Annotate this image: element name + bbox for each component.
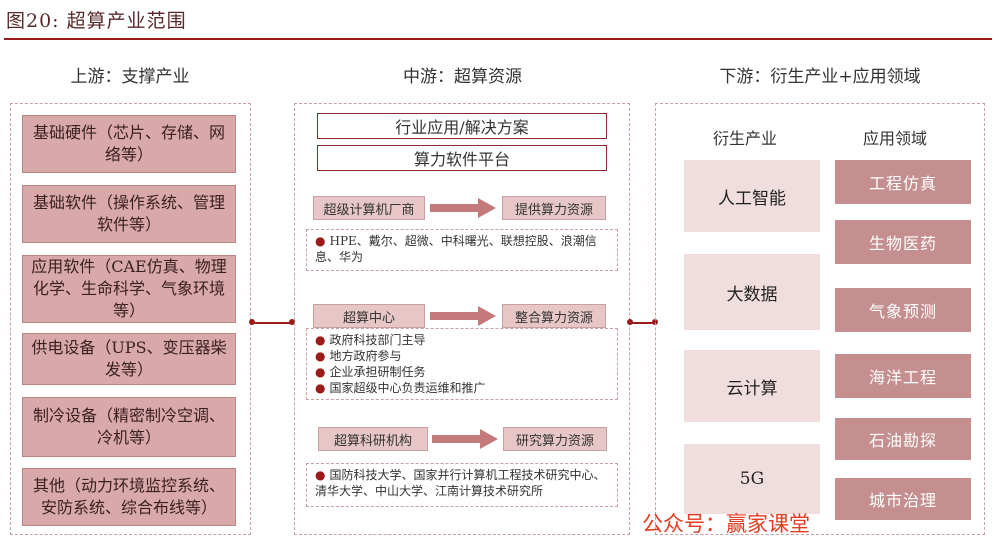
upstream-item: 制冷设备（精密制冷空调、冷机等） bbox=[22, 397, 236, 457]
application-item: 生物医药 bbox=[835, 220, 971, 264]
bullet-icon: ● bbox=[315, 365, 326, 379]
list-item: ●地方政府参与 bbox=[315, 348, 609, 364]
arrow-right-icon bbox=[430, 306, 496, 326]
group-left-chip: 超算中心 bbox=[313, 304, 425, 328]
group-left-chip: 超级计算机厂商 bbox=[313, 196, 425, 220]
group-right-chip: 整合算力资源 bbox=[502, 304, 606, 328]
watermark-text: 公众号：赢家课堂 bbox=[642, 512, 810, 536]
application-item: 石油勘探 bbox=[835, 418, 971, 460]
upstream-item: 基础硬件（芯片、存储、网络等） bbox=[22, 115, 236, 173]
application-item: 城市治理 bbox=[835, 478, 971, 520]
upstream-item: 供电设备（UPS、变压器柴发等） bbox=[22, 333, 236, 385]
application-item: 海洋工程 bbox=[835, 354, 971, 398]
list-item: ●国家超级中心负责运维和推广 bbox=[315, 380, 609, 396]
derivative-item: 大数据 bbox=[684, 254, 820, 330]
arrow-right-icon bbox=[432, 429, 498, 449]
derivative-item: 人工智能 bbox=[684, 160, 820, 232]
list-item-text: 企业承担研制任务 bbox=[329, 365, 426, 379]
list-item-text: HPE、戴尔、超微、中科曙光、联想控股、浪潮信息、华为 bbox=[315, 234, 597, 264]
upstream-item: 其他（动力环境监控系统、安防系统、综合布线等） bbox=[22, 468, 236, 526]
connector-dot bbox=[249, 319, 255, 325]
application-item: 工程仿真 bbox=[835, 160, 971, 204]
midstream-heading: 中游：超算资源 bbox=[403, 67, 522, 87]
upstream-item: 应用软件（CAE仿真、物理化学、生命科学、气象环境等） bbox=[22, 255, 236, 323]
group-list: ●国防科技大学、国家并行计算机工程技术研究中心、清华大学、中山大学、江南计算技术… bbox=[306, 463, 618, 507]
group-list: ●HPE、戴尔、超微、中科曙光、联想控股、浪潮信息、华为 bbox=[306, 229, 618, 271]
bullet-icon: ● bbox=[315, 468, 326, 482]
group-right-chip: 提供算力资源 bbox=[502, 196, 606, 220]
title-rule bbox=[4, 38, 992, 40]
downstream-panel bbox=[655, 103, 985, 535]
bullet-icon: ● bbox=[315, 349, 326, 363]
group-list: ●政府科技部门主导 ●地方政府参与 ●企业承担研制任务 ●国家超级中心负责运维和… bbox=[306, 328, 618, 400]
figure-title: 图20: 超算产业范围 bbox=[6, 10, 187, 32]
bullet-icon: ● bbox=[315, 381, 326, 395]
list-item-text: 地方政府参与 bbox=[329, 349, 402, 363]
list-item: ●政府科技部门主导 bbox=[315, 332, 609, 348]
application-heading: 应用领域 bbox=[862, 129, 927, 148]
solution-box: 行业应用/解决方案 bbox=[317, 113, 607, 139]
connector-line bbox=[630, 322, 655, 324]
group-left-chip: 超算科研机构 bbox=[318, 427, 428, 451]
upstream-heading: 上游：支撑产业 bbox=[70, 67, 190, 87]
connector-dot bbox=[627, 319, 633, 325]
derivative-item: 5G bbox=[684, 444, 820, 514]
connector-line bbox=[252, 322, 292, 324]
group-right-chip: 研究算力资源 bbox=[503, 427, 607, 451]
derivative-heading: 衍生产业 bbox=[712, 129, 777, 148]
bullet-icon: ● bbox=[315, 333, 326, 347]
list-item-text: 国防科技大学、国家并行计算机工程技术研究中心、清华大学、中山大学、江南计算技术研… bbox=[315, 468, 606, 498]
list-item-text: 政府科技部门主导 bbox=[329, 333, 426, 347]
platform-box: 算力软件平台 bbox=[317, 145, 607, 171]
upstream-item: 基础软件（操作系统、管理软件等） bbox=[22, 185, 236, 243]
list-item: ●国防科技大学、国家并行计算机工程技术研究中心、清华大学、中山大学、江南计算技术… bbox=[315, 467, 609, 499]
derivative-item: 云计算 bbox=[684, 350, 820, 422]
application-item: 气象预测 bbox=[835, 288, 971, 332]
list-item: ●HPE、戴尔、超微、中科曙光、联想控股、浪潮信息、华为 bbox=[315, 233, 609, 265]
list-item: ●企业承担研制任务 bbox=[315, 364, 609, 380]
downstream-heading: 下游：衍生产业+应用领域 bbox=[719, 67, 921, 87]
arrow-right-icon bbox=[430, 198, 496, 218]
list-item-text: 国家超级中心负责运维和推广 bbox=[329, 381, 486, 395]
connector-dot bbox=[289, 319, 295, 325]
bullet-icon: ● bbox=[315, 234, 326, 248]
